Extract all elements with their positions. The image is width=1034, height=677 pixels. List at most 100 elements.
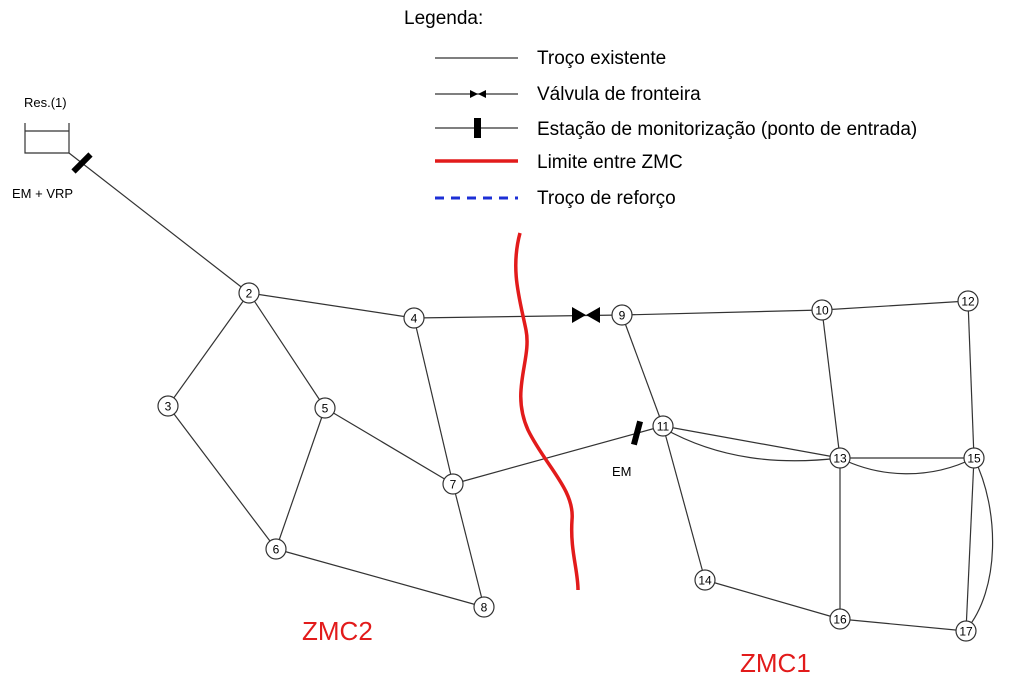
reservoir-icon [24, 123, 70, 154]
node-6: 6 [265, 538, 287, 560]
pipe-10-12 [821, 300, 969, 311]
reservoir: Res.(1) [24, 95, 70, 154]
legend-label-monitoring-station: Estação de monitorização (ponto de entra… [537, 119, 917, 140]
node-label-2: 2 [246, 287, 253, 301]
annotation-em-vrp: EM + VRP [12, 186, 73, 201]
pipe-2-4 [248, 292, 415, 319]
pipe-5-6 [275, 407, 326, 550]
node-circle-6 [265, 538, 287, 560]
node-label-4: 4 [411, 312, 418, 326]
node-label-13: 13 [833, 452, 847, 466]
pipe-4-7 [413, 317, 454, 485]
monitoring-station-em-icon [630, 420, 644, 446]
node-circle-17 [955, 620, 977, 642]
pipe-2-3 [167, 292, 250, 407]
node-2: 2 [238, 282, 260, 304]
legend: Legenda: Troço existente Válvula de fron… [404, 8, 917, 209]
legend-label-boundary-valve: Válvula de fronteira [537, 84, 701, 105]
node-3: 3 [157, 395, 179, 417]
pipe-2-5 [248, 292, 326, 409]
curved-pipe-15-17 [965, 457, 994, 631]
node-circle-13 [829, 447, 851, 469]
node-10: 10 [811, 299, 833, 321]
boundary-valve-icon [572, 307, 600, 323]
pipe-10-13 [821, 309, 841, 459]
legend-item-reinforcement: Troço de reforço [435, 188, 676, 209]
pipe-11-14 [662, 425, 706, 581]
zmc-limit-line [514, 232, 580, 591]
node-circle-7 [442, 473, 464, 495]
pipe-15-17 [965, 457, 975, 632]
node-label-15: 15 [967, 452, 981, 466]
node-9: 9 [611, 304, 633, 326]
node-label-14: 14 [698, 574, 712, 588]
node-circle-15 [963, 447, 985, 469]
pipe-7-8 [452, 483, 485, 608]
legend-title: Legenda: [404, 8, 483, 29]
node-label-17: 17 [959, 625, 973, 639]
node-circle-14 [694, 569, 716, 591]
pipe-6-8 [275, 548, 485, 608]
node-17: 17 [955, 620, 977, 642]
annotation-em: EM [612, 464, 632, 479]
legend-valve-icon [470, 90, 486, 98]
node-label-7: 7 [450, 478, 457, 492]
pipe-14-16 [704, 579, 841, 620]
node-4: 4 [403, 307, 425, 329]
pipe-9-10 [621, 309, 823, 316]
node-circle-12 [957, 290, 979, 312]
node-label-8: 8 [481, 601, 488, 615]
node-16: 16 [829, 608, 851, 630]
node-label-11: 11 [657, 420, 670, 434]
pipe-9-11 [621, 314, 664, 427]
node-circle-5 [314, 397, 336, 419]
legend-item-monitoring-station: Estação de monitorização (ponto de entra… [435, 118, 917, 140]
pipe-5-7 [324, 407, 454, 485]
node-13: 13 [829, 447, 851, 469]
curved-pipe-13-15 [839, 457, 975, 475]
zone-label-zmc2: ZMC2 [302, 616, 373, 646]
node-label-10: 10 [815, 304, 829, 318]
node-8: 8 [473, 596, 495, 618]
node-circle-2 [238, 282, 260, 304]
zone-label-zmc1: ZMC1 [740, 648, 811, 677]
legend-item-existing: Troço existente [435, 48, 666, 69]
node-circle-10 [811, 299, 833, 321]
node-15: 15 [963, 447, 985, 469]
node-7: 7 [442, 473, 464, 495]
legend-label-reinforcement: Troço de reforço [537, 188, 676, 209]
node-label-5: 5 [322, 402, 329, 416]
node-label-9: 9 [619, 309, 626, 323]
node-label-3: 3 [165, 400, 172, 414]
legend-item-zmc-limit: Limite entre ZMC [435, 152, 683, 173]
pipes [68, 152, 975, 632]
curved-pipe-11-13 [662, 427, 841, 462]
pipe-11-13 [662, 425, 841, 459]
pipe-16-17 [839, 618, 967, 632]
node-11: 11 [652, 415, 674, 437]
legend-label-zmc-limit: Limite entre ZMC [537, 152, 683, 173]
pipe-res-2 [68, 152, 250, 294]
node-circle-8 [473, 596, 495, 618]
pipe-3-6 [167, 405, 277, 550]
pipe-12-15 [967, 300, 975, 459]
nodes: 2 3 4 5 6 7 8 9 10 11 12 13 14 15 16 17 [157, 282, 985, 642]
node-circle-3 [157, 395, 179, 417]
node-label-12: 12 [961, 295, 975, 309]
legend-station-icon [474, 118, 481, 138]
node-12: 12 [957, 290, 979, 312]
legend-item-boundary-valve: Válvula de fronteira [435, 84, 701, 105]
node-circle-4 [403, 307, 425, 329]
pipe-7-11 [452, 425, 664, 485]
node-circle-9 [611, 304, 633, 326]
node-label-6: 6 [273, 543, 280, 557]
legend-label-existing: Troço existente [537, 48, 666, 69]
node-14: 14 [694, 569, 716, 591]
node-label-16: 16 [833, 613, 847, 627]
node-circle-11 [652, 415, 674, 437]
node-5: 5 [314, 397, 336, 419]
curved-pipes [662, 427, 994, 631]
monitoring-station-em-vrp-icon [71, 152, 93, 174]
reservoir-label: Res.(1) [24, 95, 67, 110]
